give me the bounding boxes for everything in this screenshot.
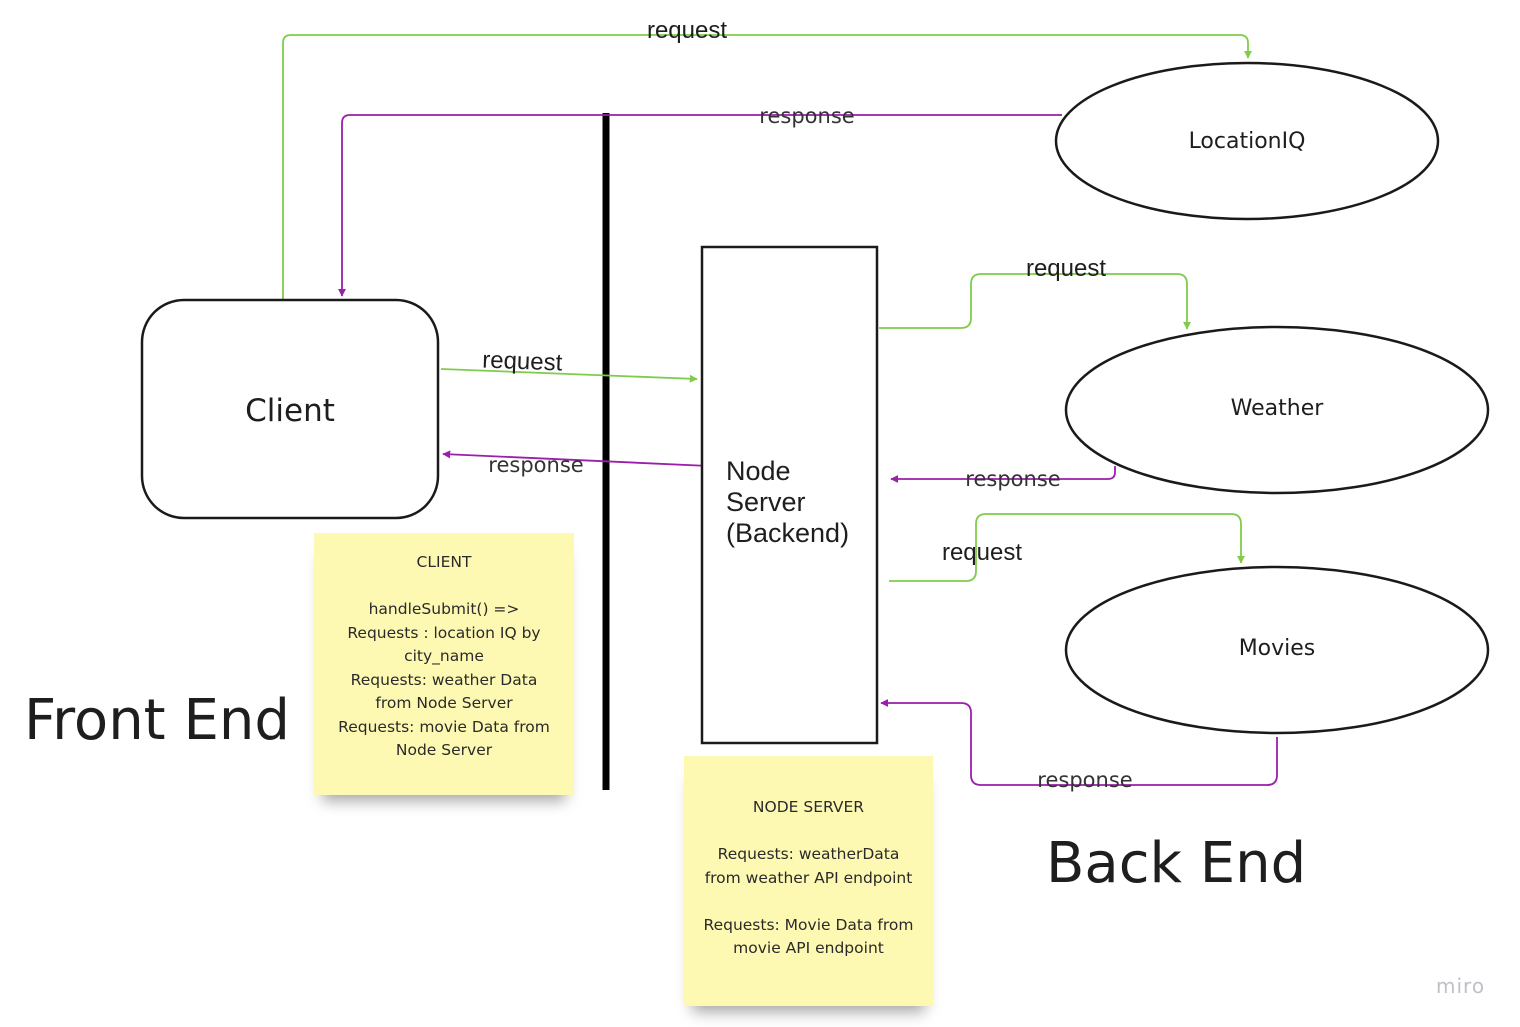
node-server-label-line: Node xyxy=(726,456,791,486)
client-node-label: Client xyxy=(245,393,335,429)
locationiq-node-label: LocationIQ xyxy=(1189,129,1306,154)
edge-label-response: response xyxy=(965,467,1060,491)
edge-weather-to-server xyxy=(890,466,1116,483)
node-server-label: Node Server (Backend) xyxy=(726,456,849,548)
edge-label-request: request xyxy=(1026,255,1106,282)
zone-label-back-end: Back End xyxy=(1046,831,1307,896)
edge-label-request: request xyxy=(942,539,1022,566)
locationiq-node xyxy=(1054,61,1440,221)
movies-node xyxy=(1064,565,1490,735)
edge-client-to-server xyxy=(440,368,698,383)
edge-label-request: request xyxy=(647,17,727,44)
edge-client-to-locationiq xyxy=(282,34,1252,323)
sticky-note-node-server: NODE SERVER Requests: weatherData from w… xyxy=(684,756,933,1006)
zone-label-front-end: Front End xyxy=(24,688,290,753)
miro-watermark: miro xyxy=(1436,974,1486,998)
edge-label-response: response xyxy=(759,104,854,128)
edge-server-to-weather xyxy=(879,273,1191,330)
edge-label-request: request xyxy=(482,346,563,376)
node-server-label-line: (Backend) xyxy=(726,518,849,548)
edge-server-to-client xyxy=(442,450,710,467)
client-node xyxy=(140,298,440,520)
edge-server-to-movies xyxy=(889,513,1245,582)
sticky-note-client: CLIENT handleSubmit() => Requests : loca… xyxy=(314,533,574,795)
weather-node-label: Weather xyxy=(1231,396,1325,421)
edge-label-response: response xyxy=(1037,768,1132,792)
node-server-box xyxy=(700,245,879,745)
edge-locationiq-to-client xyxy=(338,114,1062,297)
weather-node xyxy=(1064,325,1490,495)
node-server-label-line: Server xyxy=(726,487,806,517)
edge-label-response: response xyxy=(488,453,583,477)
edge-movies-to-server xyxy=(880,699,1278,786)
movies-node-label: Movies xyxy=(1239,636,1316,661)
